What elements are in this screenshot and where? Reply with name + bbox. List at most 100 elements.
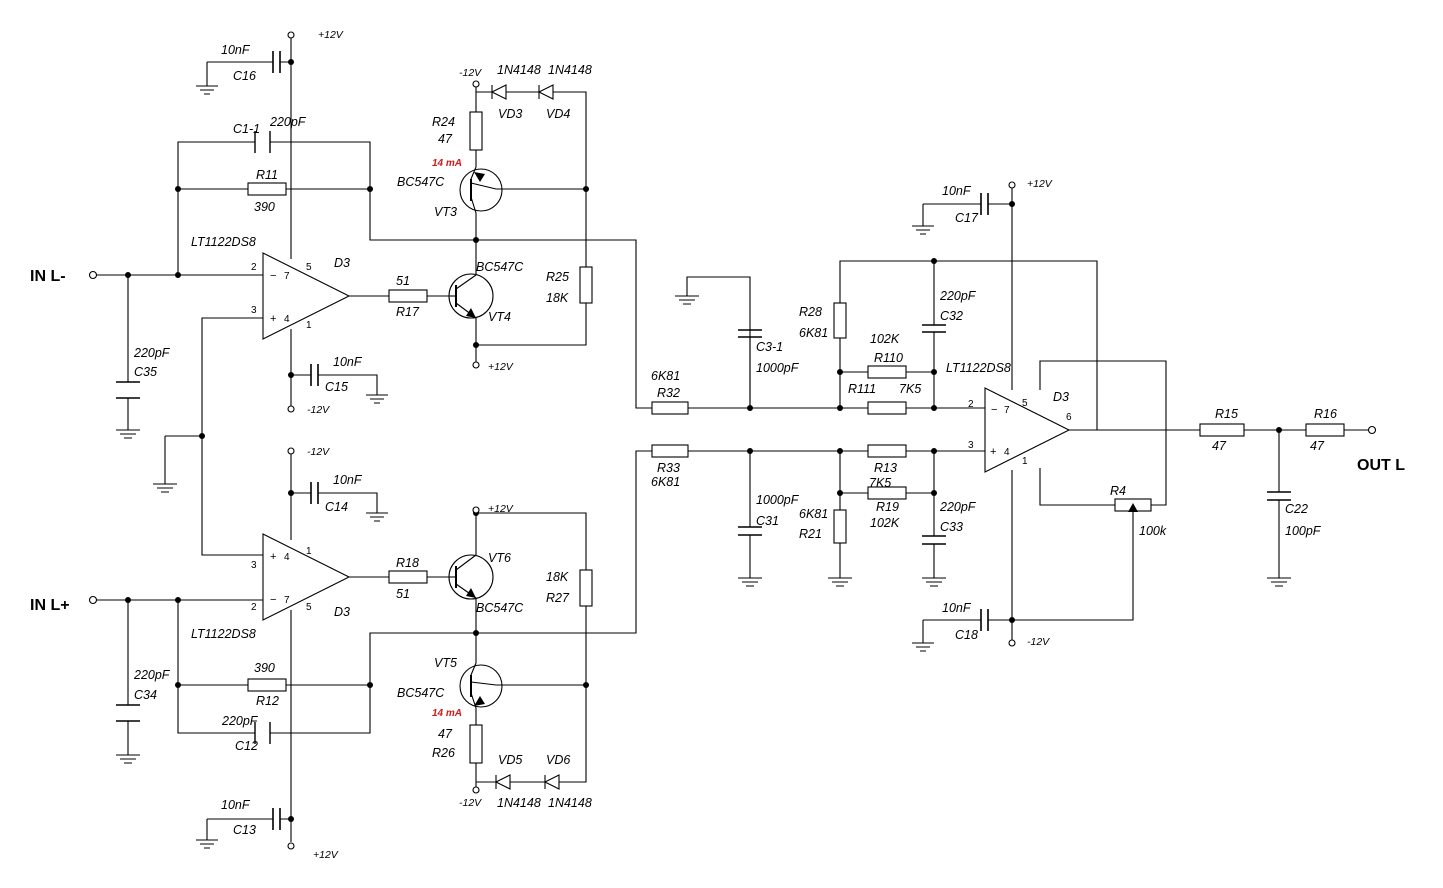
label-c33v: 220pF: [939, 500, 977, 514]
label-vd3: VD3: [498, 107, 522, 121]
label-r28: R28: [799, 305, 822, 319]
label-c35v: 220pF: [133, 346, 171, 360]
resistor-R13: [867, 444, 907, 458]
label-c15: C15: [325, 380, 348, 394]
label-p4: 4: [1004, 447, 1010, 458]
label-p5: 5: [306, 262, 312, 273]
label-r33v: 6K81: [651, 475, 680, 489]
label-r24v: 47: [438, 132, 453, 146]
resistor-R25: [579, 266, 593, 304]
resistor-R111: [867, 401, 907, 415]
output-label: OUT L: [1357, 457, 1405, 474]
label-p2: 2: [968, 399, 974, 410]
label-c12v: 220pF: [221, 714, 259, 728]
opamp-3: [984, 387, 1071, 473]
label-minus: -12V: [307, 446, 330, 458]
resistor-R24: [469, 111, 483, 151]
input-pos-label: IN L+: [30, 597, 70, 614]
label-p1: 1: [306, 320, 312, 331]
label-c18: C18: [955, 628, 978, 642]
label-c1-1: C1-1: [233, 122, 260, 136]
labels: IN L- IN L+ OUT L +12V -12V -12V +12V -1…: [30, 29, 1405, 861]
label-p6: 6: [1066, 412, 1072, 423]
label-r25: R25: [546, 270, 569, 284]
label-minus: -12V: [459, 67, 482, 79]
label-c13: C13: [233, 823, 256, 837]
label-plus: +12V: [318, 29, 344, 41]
label-p2: 2: [251, 262, 257, 273]
label-r27: R27: [546, 591, 570, 605]
label-diode: 1N4148: [548, 63, 592, 77]
label-r111: R111: [848, 382, 876, 396]
terminals: [88, 31, 1377, 850]
label-c31v: 1000pF: [756, 493, 800, 507]
label-vd4: VD4: [546, 107, 570, 121]
label-current: 14 mA: [432, 708, 462, 719]
label-minus: -12V: [1027, 636, 1050, 648]
label-c18v: 10nF: [942, 601, 972, 615]
label-current: 14 mA: [432, 158, 462, 169]
label-p5: 5: [1022, 398, 1028, 409]
label-minus: -12V: [307, 404, 330, 416]
label-part: LT1122DS8: [946, 361, 1011, 375]
label-r17v: 51: [396, 274, 410, 288]
wires: [97, 38, 1368, 842]
label-vt6: VT6: [488, 551, 511, 565]
label-r19v: 102K: [870, 516, 900, 530]
label-r16v: 47: [1310, 439, 1325, 453]
label-plus: +12V: [488, 361, 514, 373]
label-c16: C16: [233, 69, 256, 83]
opamp-1: [262, 252, 351, 340]
label-c31: C31: [756, 514, 779, 528]
label-c32v: 220pF: [939, 289, 977, 303]
label-r24: R24: [432, 115, 455, 129]
capacitors: [116, 51, 1291, 830]
label-c32: C32: [940, 309, 963, 323]
label-p1: 1: [306, 546, 312, 557]
label-r21v: 6K81: [799, 507, 828, 521]
junctions: [125, 59, 1282, 822]
label-r28v: 6K81: [799, 326, 828, 340]
label-r26v: 47: [438, 727, 453, 741]
label-p7: 7: [1004, 405, 1010, 416]
resistor-R17: [388, 289, 428, 303]
label-plus-sign: +: [270, 313, 276, 325]
label-c14v: 10nF: [333, 473, 363, 487]
label-plus: +12V: [488, 503, 514, 515]
label-c16v: 10nF: [221, 43, 251, 57]
label-diode: 1N4148: [497, 796, 541, 810]
label-minus: -12V: [459, 797, 482, 809]
resistor-R26: [469, 724, 483, 764]
label-c12: C12: [235, 739, 258, 753]
label-r12v: 390: [254, 661, 275, 675]
resistor-R28: [833, 302, 847, 339]
label-r13: R13: [874, 461, 897, 475]
label-r33: R33: [657, 461, 680, 475]
diodes: [490, 84, 560, 790]
label-plus: +12V: [1027, 178, 1053, 190]
label-p4: 4: [284, 314, 290, 325]
resistor-R19: [867, 486, 907, 500]
label-c34: C34: [134, 688, 157, 702]
label-diode: 1N4148: [497, 63, 541, 77]
label-r111v: 7K5: [899, 382, 921, 396]
label-part: LT1122DS8: [191, 235, 256, 249]
label-bjt: BC547C: [397, 686, 445, 700]
label-c13v: 10nF: [221, 798, 251, 812]
resistor-R21: [833, 509, 847, 544]
transistors: [448, 166, 503, 709]
label-diode: 1N4148: [548, 796, 592, 810]
label-c34v: 220pF: [133, 668, 171, 682]
label-r21: R21: [799, 527, 822, 541]
label-minus-sign: −: [270, 270, 276, 282]
resistor-R11: [247, 182, 287, 196]
label-r18v: 51: [396, 587, 410, 601]
resistor-R12: [247, 678, 287, 692]
label-bjt: BC547C: [397, 175, 445, 189]
label-r32: R32: [657, 386, 680, 400]
grounds: [116, 85, 1291, 849]
label-p1: 1: [1022, 456, 1028, 467]
label-c3-1v: 1000pF: [756, 361, 800, 375]
label-p3: 3: [968, 440, 974, 451]
label-p2: 2: [251, 602, 257, 613]
